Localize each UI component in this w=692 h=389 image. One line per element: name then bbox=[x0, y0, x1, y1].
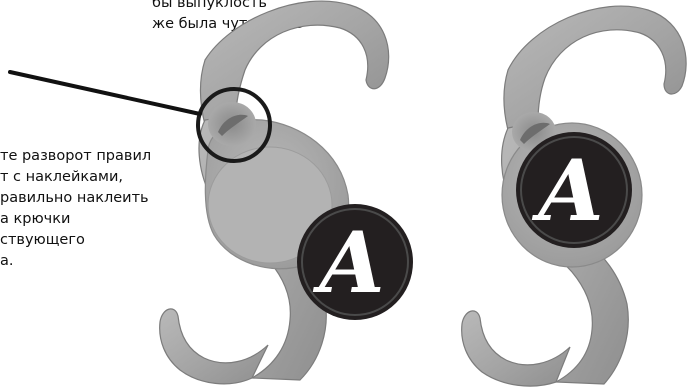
right-lower-hook bbox=[461, 310, 571, 387]
right-sticker-letter: A bbox=[531, 141, 603, 240]
left-optic-inner bbox=[207, 146, 333, 264]
left-bump-notch bbox=[218, 114, 248, 136]
callout-left-line: а крючки bbox=[0, 211, 71, 227]
callout-left-line: т с наклейками, bbox=[0, 169, 123, 185]
left-sticker-ring bbox=[301, 208, 409, 316]
right-bump-notch bbox=[520, 122, 550, 144]
callout-top-line: бы выпуклость bbox=[152, 0, 267, 11]
callout-left-line: равильно наклеить bbox=[0, 190, 149, 206]
left-sticker-letter: A bbox=[312, 213, 384, 312]
right-sticker bbox=[516, 132, 632, 248]
magnifier-circle bbox=[196, 87, 272, 163]
callout-left-line: те разворот правил bbox=[0, 148, 152, 164]
right-sticker-ring bbox=[520, 136, 628, 244]
callout-pointer-line bbox=[8, 70, 202, 116]
callout-left-line: а. bbox=[0, 253, 14, 269]
callout-left-text: те разворот правил т с наклейками, равил… bbox=[0, 146, 240, 272]
left-lower-hook bbox=[159, 308, 269, 385]
left-sticker bbox=[297, 204, 413, 320]
right-hook-piece: A bbox=[461, 5, 687, 387]
callout-left-line: ствующего bbox=[0, 232, 85, 248]
right-upper-hook bbox=[503, 5, 687, 131]
left-hook-piece: A bbox=[8, 0, 413, 385]
